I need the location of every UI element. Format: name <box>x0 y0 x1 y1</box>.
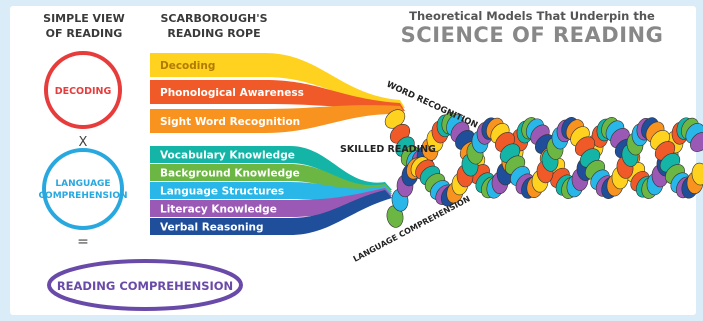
language-label-line1: LANGUAGE <box>55 179 110 189</box>
language-strand <box>150 146 392 192</box>
language-strand-label: Verbal Reasoning <box>160 222 264 234</box>
language-strand-label: Background Knowledge <box>160 168 300 180</box>
language-strand-label: Language Structures <box>160 186 284 198</box>
rope-header-line2: READING ROPE <box>167 27 260 40</box>
rope-segment <box>690 132 703 152</box>
language-strand <box>150 188 392 217</box>
language-strand <box>150 190 392 235</box>
language-comprehension-circle <box>42 148 124 230</box>
language-strand <box>150 182 392 201</box>
reading-comprehension-label: READING COMPREHENSION <box>57 279 233 293</box>
skilled-reading-caption: SKILLED READING <box>340 144 436 155</box>
decoding-strand-label: Decoding <box>160 60 215 72</box>
decoding-strand <box>150 80 405 111</box>
decoding-strand-label: Phonological Awareness <box>160 87 304 99</box>
reading-comprehension-ellipse <box>47 259 243 311</box>
decoding-strand-label: Sight Word Recognition <box>160 116 300 128</box>
language-strand-label: Literacy Knowledge <box>160 204 277 216</box>
equals-symbol: = <box>77 234 89 250</box>
language-label-line2: COMPREHENSION <box>38 191 127 201</box>
language-strand-label: Vocabulary Knowledge <box>160 150 295 162</box>
page-title: SCIENCE OF READING <box>401 23 664 47</box>
simple-view-header-line1: SIMPLE VIEW <box>43 12 125 25</box>
decoding-strand <box>150 105 405 133</box>
page-subtitle: Theoretical Models That Underpin the <box>409 9 655 23</box>
decoding-label: DECODING <box>55 86 112 97</box>
simple-view-header-line2: OF READING <box>46 27 123 40</box>
decoding-strand <box>150 53 405 108</box>
decoding-circle <box>44 51 122 129</box>
braided-rope <box>384 109 703 228</box>
rope-segment <box>691 162 703 186</box>
rope-strands <box>150 53 405 235</box>
rope-header-line1: SCARBOROUGH'S <box>161 12 268 25</box>
times-symbol: X <box>79 135 88 150</box>
